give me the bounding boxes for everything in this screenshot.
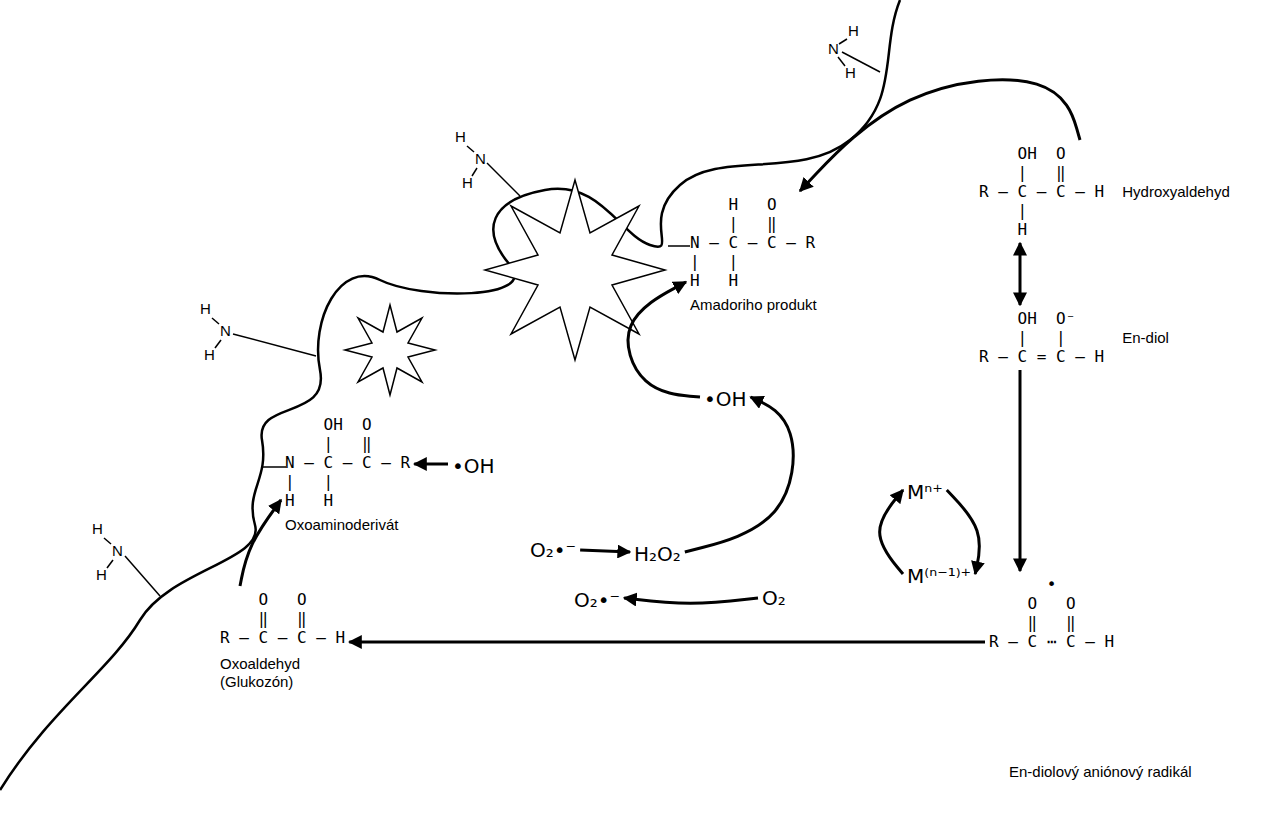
formula-row: | ‖ xyxy=(690,214,815,233)
compound-name: Hydroxyaldehyd xyxy=(1122,183,1230,201)
species-node: O₂ xyxy=(758,582,790,614)
compound-node: H O | ‖N — C — C — R| |H H Amadoriho prod… xyxy=(686,191,821,318)
formula-row: O O xyxy=(220,590,345,609)
formula-row: OH O⁻ xyxy=(979,309,1104,328)
compound-name: En-diolový aniónový radikál xyxy=(1009,763,1192,781)
formula-row: H H xyxy=(285,491,410,510)
formula-row: R — C — C — H xyxy=(979,182,1104,201)
formula-row: O O xyxy=(989,594,1114,613)
reaction-arrow xyxy=(685,397,793,552)
compound-node: OH O | ‖R — C — C — H | H Hydroxyaldehyd xyxy=(975,140,1234,243)
chemical-species: •OH xyxy=(704,387,747,411)
compound-node: OH O⁻ | |R — C = C — H En-diol xyxy=(975,305,1173,370)
amine-atom: H xyxy=(204,346,215,363)
structural-formula: H O | ‖N — C — C — R| |H H xyxy=(690,195,815,290)
formula-row: ‖ ‖ xyxy=(989,613,1114,632)
species-node: O₂•⁻ xyxy=(526,534,580,566)
formula-row: H xyxy=(979,220,1104,239)
species-node: •OH xyxy=(448,450,499,482)
formula-row: ‖ ‖ xyxy=(220,609,345,628)
formula-row: | xyxy=(979,201,1104,220)
formula-row: OH O xyxy=(979,144,1104,163)
reaction-arrow xyxy=(414,463,448,466)
chemical-species: O₂ xyxy=(762,586,786,610)
formula-row: R — C — C — H xyxy=(220,628,345,647)
species-node: M⁽ⁿ⁻¹⁾⁺ xyxy=(903,560,975,592)
chemical-species: O₂•⁻ xyxy=(530,538,576,562)
structural-formula: OH O⁻ | |R — C = C — H xyxy=(979,309,1104,366)
amine-atom: N xyxy=(112,542,123,559)
chemical-species: H₂O₂ xyxy=(634,542,681,566)
reaction-arrow xyxy=(580,550,630,552)
reaction-arrow xyxy=(947,490,980,574)
reaction-arrow xyxy=(628,282,700,397)
formula-row: | | xyxy=(690,252,815,271)
amine-atom: H xyxy=(200,300,211,317)
chemical-species: O₂•⁻ xyxy=(574,588,620,612)
formula-row: H O xyxy=(690,195,815,214)
amine-atom: N xyxy=(475,150,486,167)
formula-row: | ‖ xyxy=(979,163,1104,182)
formula-row: R — C ⋯ C — H xyxy=(989,632,1114,651)
amine-atom: H xyxy=(92,520,103,537)
compound-name: Amadoriho produkt xyxy=(690,296,817,314)
chemical-species: Mⁿ⁺ xyxy=(907,480,943,504)
compound-name: Oxoaldehyd (Glukozón) xyxy=(220,655,320,691)
species-node: H₂O₂ xyxy=(630,538,685,570)
formula-row: H H xyxy=(690,271,815,290)
formula-row: • xyxy=(989,575,1114,594)
formula-row: N — C — C — R xyxy=(690,233,815,252)
amine-atom: N xyxy=(828,40,839,57)
chemical-species: •OH xyxy=(452,454,495,478)
reaction-arrow xyxy=(240,500,281,586)
amine-atom: H xyxy=(462,174,473,191)
reaction-arrow xyxy=(880,490,903,574)
reaction-arrow xyxy=(1019,243,1022,305)
formula-row: | | xyxy=(979,328,1104,347)
compound-node: OH O | ‖N — C — C — R| |H H Oxoaminoderiv… xyxy=(281,411,414,538)
damage-starburst xyxy=(345,305,435,395)
structural-formula: OH O | ‖N — C — C — R| |H H xyxy=(285,415,410,510)
amine-atom: H xyxy=(96,566,107,583)
amine-atom: H xyxy=(845,64,856,81)
protein-chain xyxy=(0,0,900,790)
formula-row: | | xyxy=(285,472,410,491)
species-node: Mⁿ⁺ xyxy=(903,476,947,508)
formula-row: OH O xyxy=(285,415,410,434)
compound-name: Oxoaminoderivát xyxy=(285,516,398,534)
amine-bonds xyxy=(104,39,880,596)
formula-row: R — C = C — H xyxy=(979,347,1104,366)
formula-row: | ‖ xyxy=(285,434,410,453)
structural-formula: • O O ‖ ‖R — C ⋯ C — H xyxy=(989,575,1114,651)
amine-atom: H xyxy=(848,22,859,39)
species-node: •OH xyxy=(700,383,751,415)
species-node: O₂•⁻ xyxy=(570,584,624,616)
reaction-arrow xyxy=(1019,370,1022,571)
structural-formula: O O ‖ ‖R — C — C — H xyxy=(220,590,345,647)
reaction-arrow xyxy=(624,598,758,603)
damage-starburst xyxy=(485,180,665,360)
formula-row: N — C — C — R xyxy=(285,453,410,472)
structural-formula: OH O | ‖R — C — C — H | H xyxy=(979,144,1104,239)
amine-atom: N xyxy=(220,322,231,339)
compound-node: • O O ‖ ‖R — C ⋯ C — H En-diolový aniónov… xyxy=(985,571,1196,785)
compound-node: O O ‖ ‖R — C — C — H Oxoaldehyd (Glukozón… xyxy=(216,586,349,695)
chemical-species: M⁽ⁿ⁻¹⁾⁺ xyxy=(907,564,971,588)
amine-atom: H xyxy=(455,128,466,145)
compound-name: En-diol xyxy=(1122,329,1169,347)
reaction-arrow xyxy=(349,641,985,644)
